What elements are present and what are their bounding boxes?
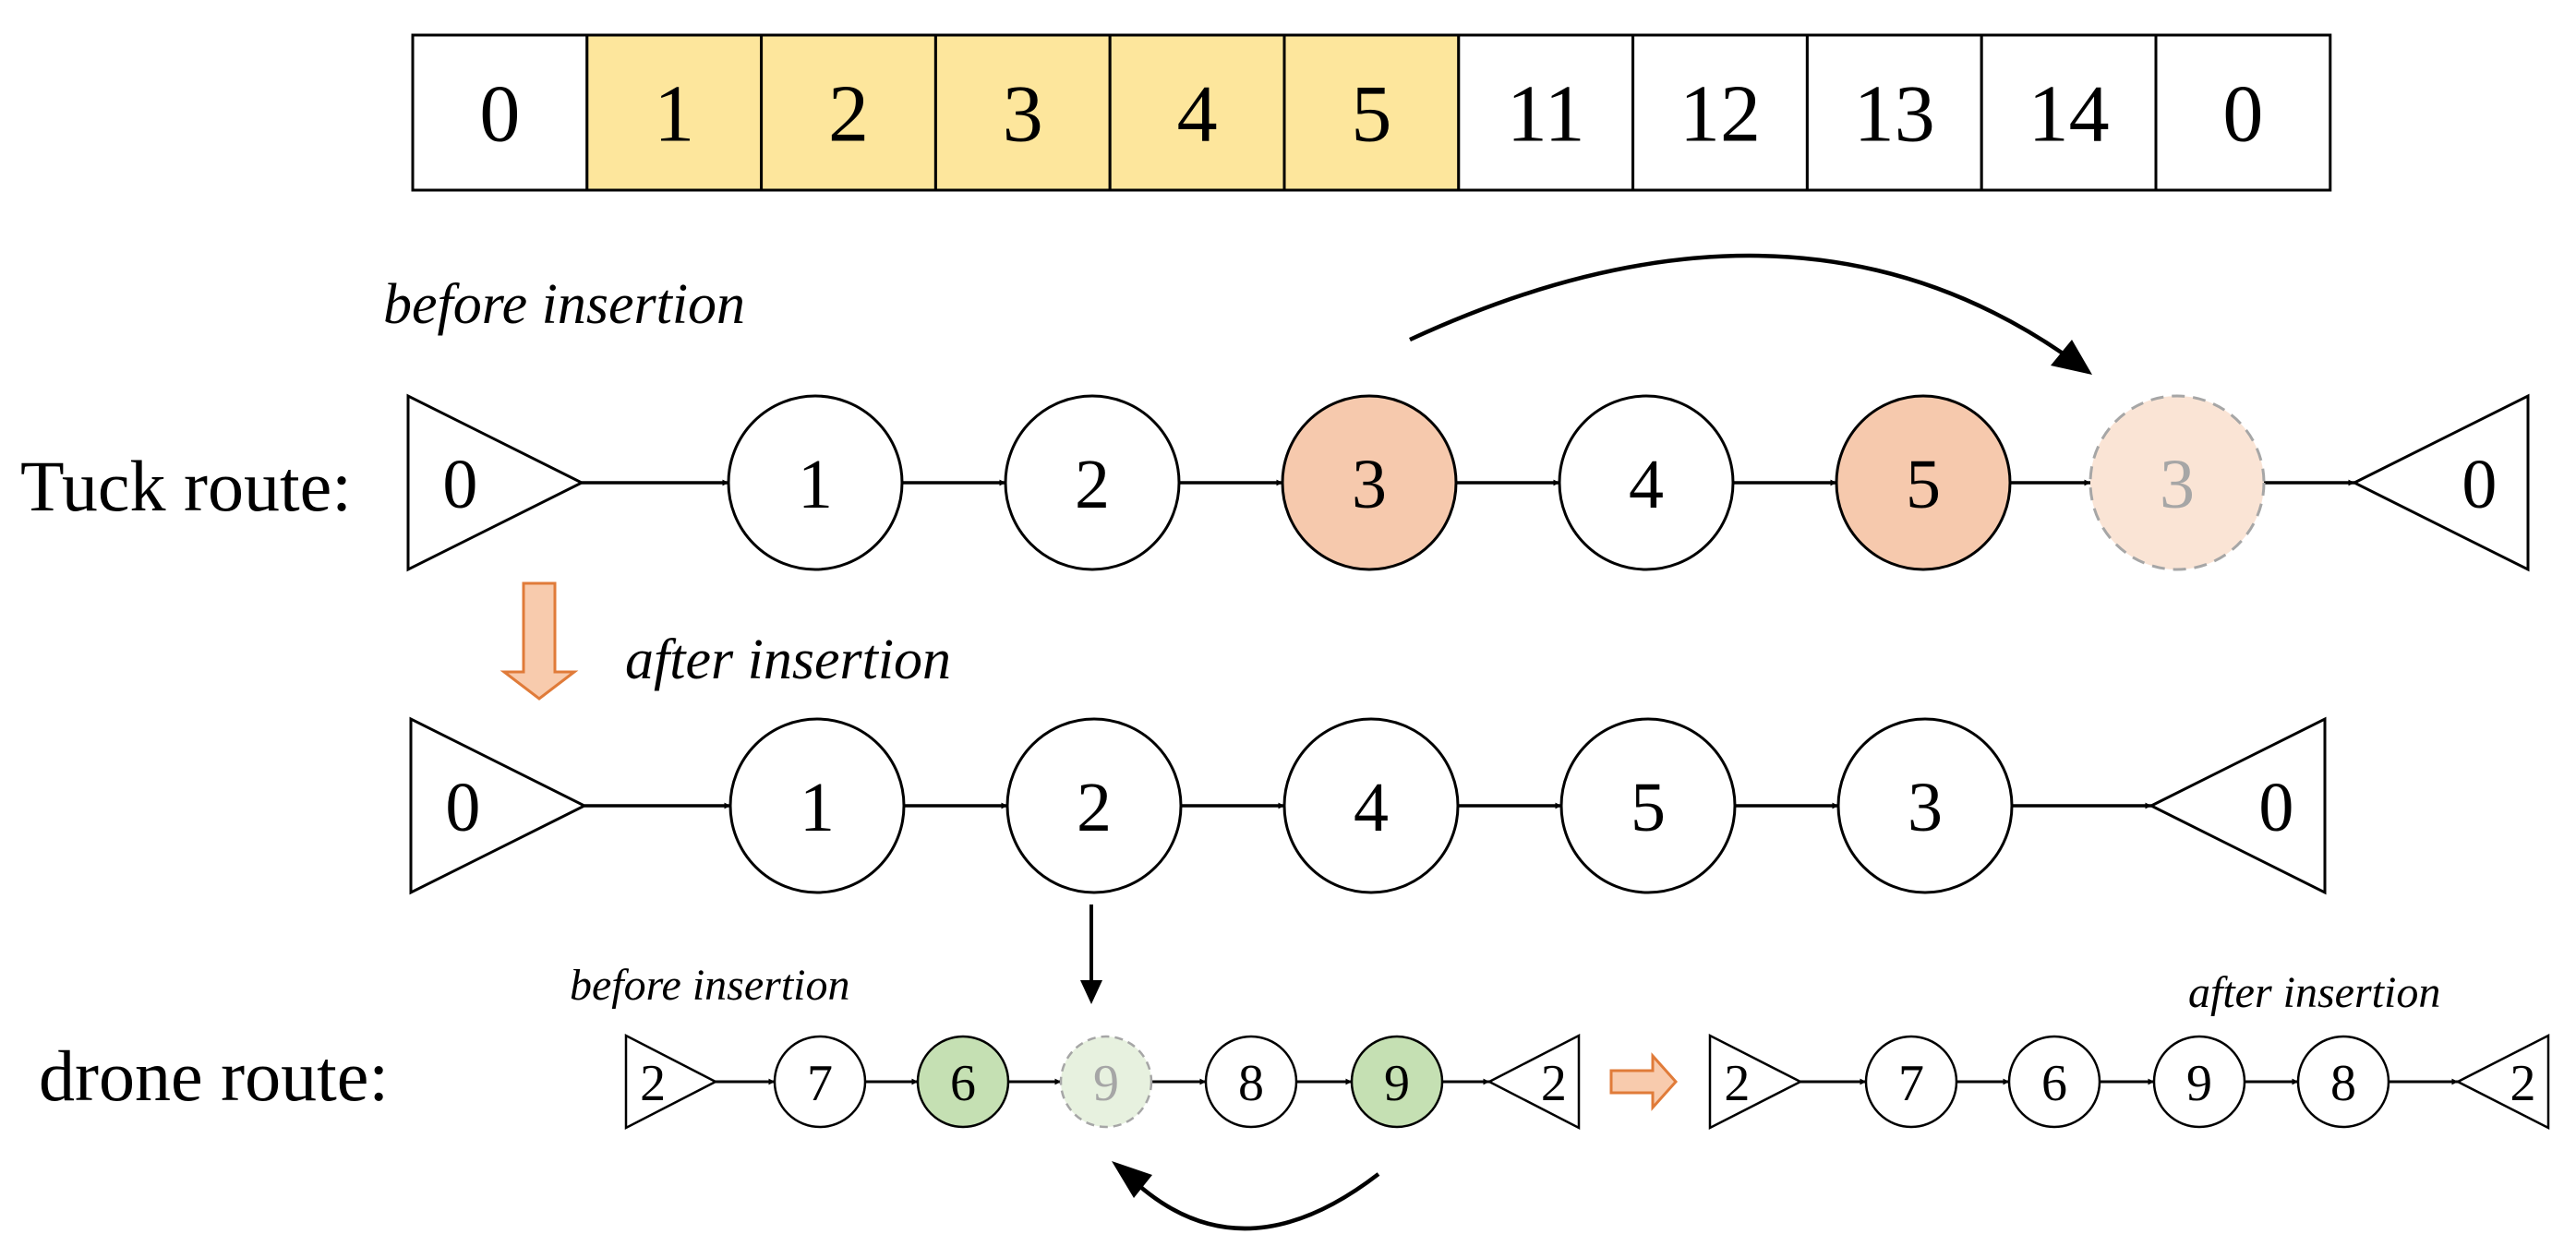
route-node-label: 6 [950, 1055, 976, 1112]
start-depot-triangle [409, 716, 588, 895]
end-depot-triangle [2148, 716, 2327, 895]
sequence-cell-value: 3 [1003, 70, 1043, 160]
sequence-cell [1457, 33, 1635, 192]
end-depot-triangle [2455, 1033, 2550, 1131]
truck-move-arrow [1409, 253, 2090, 374]
route-node [773, 1035, 867, 1129]
route-node [1559, 717, 1737, 894]
sequence-cell-value: 5 [1351, 70, 1391, 160]
route-node [2007, 1035, 2101, 1129]
route-node [728, 717, 906, 894]
sequence-cell-value: 2 [828, 70, 869, 160]
end-depot-label: 2 [2510, 1055, 2536, 1112]
route-node [1836, 717, 2014, 894]
route-node-label: 5 [1906, 446, 1941, 523]
sequence-cell-value: 1 [654, 70, 694, 160]
end-depot-label: 0 [2258, 769, 2293, 846]
sequence-cell [1805, 33, 1983, 192]
start-depot-triangle [624, 1033, 718, 1131]
sequence-cell-value: 11 [1507, 70, 1585, 160]
route-node-highlighted [1281, 394, 1458, 571]
drone-route-label: drone route: [39, 1036, 389, 1116]
sequence-cell-value: 4 [1177, 70, 1218, 160]
route-node [1282, 717, 1460, 894]
route-node-label: 4 [1354, 769, 1389, 846]
route-node-label: 1 [798, 446, 833, 523]
route-node [1004, 394, 1181, 571]
sequence-cell-value: 14 [2028, 70, 2110, 160]
route-node-label: 1 [800, 769, 835, 846]
route-node-ghost [2088, 394, 2266, 571]
truck-route-label: Tuck route: [20, 446, 352, 526]
sequence-cell [2154, 33, 2332, 192]
route-node-ghost [1059, 1035, 1153, 1129]
drone-move-arrowhead [1112, 1161, 1152, 1198]
route-node-label: 6 [2041, 1055, 2067, 1112]
route-node-label: 2 [1077, 769, 1112, 846]
truck-route-after: 0 0 1 2 4 5 3 [409, 716, 2327, 895]
route-node-highlighted [1835, 394, 2012, 571]
route-node-label: 3 [1908, 769, 1943, 846]
route-node [1204, 1035, 1298, 1129]
route-node [1864, 1035, 1958, 1129]
sequence-cell [1980, 33, 2158, 192]
start-depot-triangle [406, 393, 585, 572]
route-node-label: 9 [1093, 1055, 1119, 1112]
route-node-label: 7 [807, 1055, 833, 1112]
start-depot-label: 2 [640, 1055, 666, 1112]
sequence-cell [411, 33, 589, 192]
sequence-cell [585, 33, 764, 192]
drone-move-arrow [1125, 1172, 1380, 1231]
route-node-highlighted [916, 1035, 1010, 1129]
start-depot-label: 0 [442, 446, 477, 523]
route-node [727, 394, 904, 571]
sequence-cell [1108, 33, 1286, 192]
route-node-highlighted [1350, 1035, 1444, 1129]
route-node [2296, 1035, 2390, 1129]
end-depot-label: 0 [2462, 446, 2497, 523]
sequence-cell-value: 12 [1679, 70, 1761, 160]
drone-after-label: after insertion [2188, 968, 2440, 1017]
start-depot-label: 2 [1724, 1055, 1750, 1112]
truck-before-label: before insertion [383, 273, 745, 336]
start-depot-label: 0 [445, 769, 480, 846]
down-transition-arrow [500, 581, 579, 701]
truck-route-before: 0 0 1 2 3 4 5 3 [406, 393, 2530, 572]
route-node-label: 3 [2160, 446, 2195, 523]
sequence-cell [1631, 33, 1809, 192]
end-depot-label: 2 [1541, 1055, 1567, 1112]
route-node-label: 5 [1631, 769, 1666, 846]
route-node [1558, 394, 1735, 571]
sequence-cell-value: 0 [2222, 70, 2263, 160]
right-transition-arrow [1609, 1052, 1679, 1111]
sequence-cell-value: 0 [479, 70, 520, 160]
route-node [2152, 1035, 2246, 1129]
truck-after-label: after insertion [625, 629, 951, 691]
start-depot-triangle [1708, 1033, 1803, 1131]
sequence-cell [760, 33, 937, 192]
route-node-label: 3 [1352, 446, 1387, 523]
route-node-label: 7 [1898, 1055, 1924, 1112]
route-node [1005, 717, 1183, 894]
sequence-cell-value: 13 [1854, 70, 1935, 160]
route-node-label: 9 [1384, 1055, 1410, 1112]
route-node-label: 2 [1075, 446, 1110, 523]
end-depot-triangle [1487, 1033, 1581, 1131]
route-node-label: 4 [1629, 446, 1664, 523]
route-node-label: 8 [1238, 1055, 1264, 1112]
to-drone-arrowhead [1080, 980, 1102, 1004]
drone-before-label: before insertion [570, 961, 850, 1010]
end-depot-triangle [2351, 393, 2530, 572]
truck-move-arrowhead [2051, 340, 2092, 375]
route-node-label: 8 [2330, 1055, 2356, 1112]
drone-route-after: 2 2 7 6 9 8 [1708, 1033, 2550, 1131]
drone-route-before: 2 2 7 6 9 8 9 [624, 1033, 1581, 1131]
route-node-label: 9 [2186, 1055, 2212, 1112]
sequence-cell [1282, 33, 1461, 192]
